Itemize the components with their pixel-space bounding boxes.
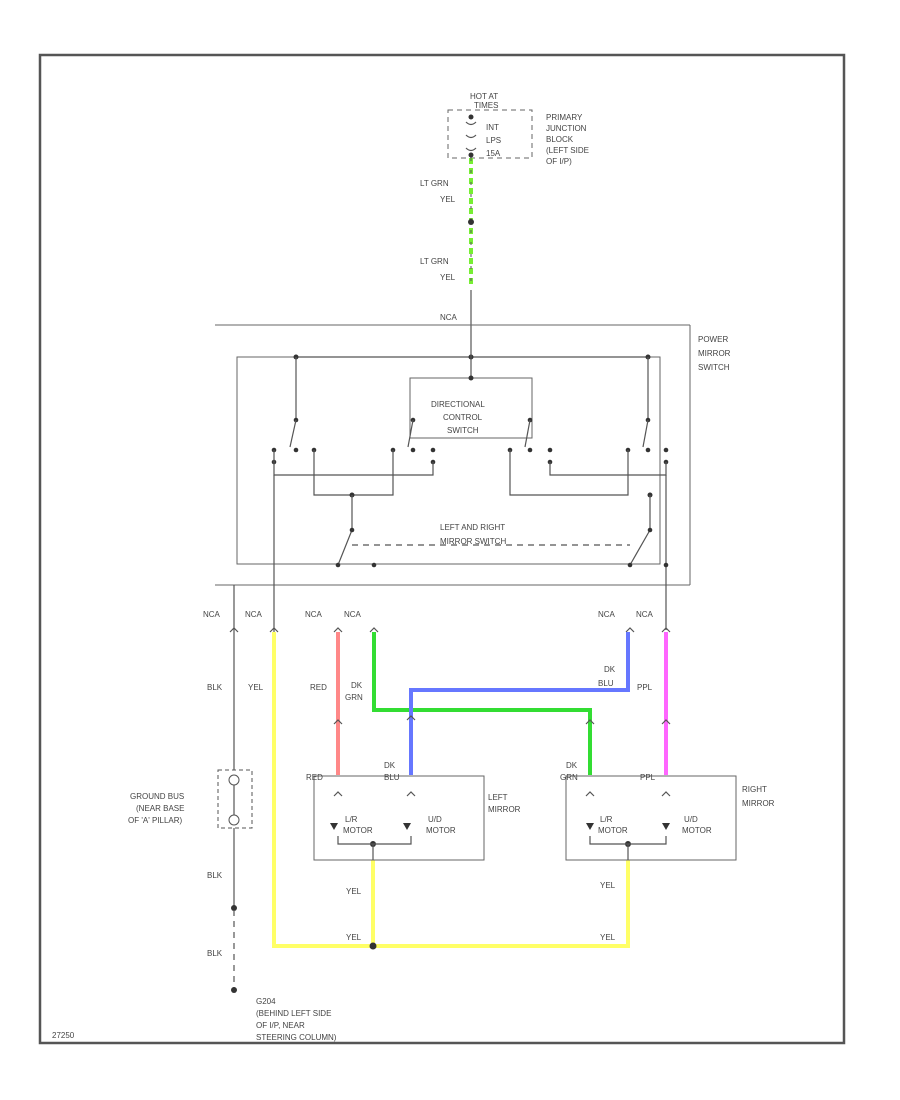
g204-loc-3: STEERING COLUMN) [256, 1033, 337, 1042]
red-wire: RED [310, 632, 343, 775]
left-lr-motor-1: L/R [345, 815, 358, 824]
right-ppl-label: PPL [640, 773, 656, 782]
yel-label-4: YEL [346, 887, 362, 896]
left-mirror-line-2: MIRROR [488, 805, 521, 814]
pms-line-2: MIRROR [698, 349, 731, 358]
conn-nca-2: NCA [245, 610, 263, 619]
top-connector-label: NCA [440, 313, 458, 322]
pjb-line-2: JUNCTION [546, 124, 587, 133]
times-label: TIMES [474, 101, 498, 110]
conn-nca-3: NCA [305, 610, 323, 619]
right-lr-motor-1: L/R [600, 815, 613, 824]
blk-label-2: BLK [207, 871, 223, 880]
yel-label-6: YEL [346, 933, 362, 942]
pjb-line-3: BLOCK [546, 135, 574, 144]
left-mirror-line-1: LEFT [488, 793, 508, 802]
left-red-label: RED [306, 773, 323, 782]
fuse-lps-label: LPS [486, 136, 501, 145]
left-blu-label: BLU [384, 773, 400, 782]
right-lr-motor-2: MOTOR [598, 826, 628, 835]
hot-at-label: HOT AT [470, 92, 498, 101]
footer-code: 27250 [52, 1031, 75, 1040]
blk-label-1: BLK [207, 683, 223, 692]
diagram-frame [38, 53, 846, 1045]
left-mirror: LEFT MIRROR RED DK BLU L/R MOTOR U/D MOT… [306, 761, 521, 861]
dcs-line-2: CONTROL [443, 413, 483, 422]
dcs-line-3: SWITCH [447, 426, 479, 435]
yel-label-7: YEL [600, 933, 616, 942]
right-mirror-line-2: MIRROR [742, 799, 775, 808]
right-ud-motor-2: MOTOR [682, 826, 712, 835]
g204-loc-2: OF I/P, NEAR [256, 1021, 305, 1030]
red-label-1: RED [310, 683, 327, 692]
ppl-label-1: PPL [637, 683, 653, 692]
feed-wire: LT GRN YEL LT GRN YEL NCA [420, 158, 474, 330]
feed-lt-grn-label-1: LT GRN [420, 179, 449, 188]
yel-common-wire: YEL YEL YEL YEL YEL [248, 632, 630, 950]
dk-label-1: DK [351, 681, 363, 690]
right-mirror-line-1: RIGHT [742, 785, 767, 794]
left-ud-motor-1: U/D [428, 815, 442, 824]
ground-bus-line-2: (NEAR BASE [136, 804, 184, 813]
switch-contacts [271, 417, 669, 465]
power-mirror-switch: POWER MIRROR SWITCH DIRECTIONAL CONTROL … [215, 324, 731, 640]
dk-label-2: DK [604, 665, 616, 674]
right-ud-motor-1: U/D [684, 815, 698, 824]
conn-nca-4: NCA [344, 610, 362, 619]
switch-connectors: NCA NCA NCA NCA NCA NCA [203, 610, 671, 633]
blk-ground-wire: BLK GROUND BUS (NEAR BASE OF 'A' PILLAR)… [128, 585, 337, 1042]
pms-line-3: SWITCH [698, 363, 730, 372]
fuse-rating-label: 15A [486, 149, 501, 158]
ground-bus-line-3: OF 'A' PILLAR) [128, 816, 183, 825]
pjb-line-4: (LEFT SIDE [546, 146, 589, 155]
right-grn-label: GRN [560, 773, 578, 782]
right-dk-label: DK [566, 761, 578, 770]
pjb-line-1: PRIMARY [546, 113, 583, 122]
g204-label: G204 [256, 997, 276, 1006]
lrms-line-1: LEFT AND RIGHT [440, 523, 505, 532]
conn-nca-5: NCA [598, 610, 616, 619]
fuse-int-label: INT [486, 123, 499, 132]
lrms-line-2: MIRROR SWITCH [440, 537, 506, 546]
feed-lt-grn-label-2: LT GRN [420, 257, 449, 266]
ppl-wire: PPL [637, 632, 671, 775]
dk-grn-wire: DK GRN [345, 632, 595, 775]
blk-label-3: BLK [207, 949, 223, 958]
conn-nca-1: NCA [203, 610, 221, 619]
dcs-line-1: DIRECTIONAL [431, 400, 485, 409]
yel-label-5: YEL [600, 881, 616, 890]
yel-label-3: YEL [248, 683, 264, 692]
conn-nca-6: NCA [636, 610, 654, 619]
feed-yel-label-1: YEL [440, 195, 456, 204]
pms-line-1: POWER [698, 335, 728, 344]
left-lr-motor-2: MOTOR [343, 826, 373, 835]
left-dk-label: DK [384, 761, 396, 770]
pjb-line-5: OF I/P) [546, 157, 572, 166]
left-ud-motor-2: MOTOR [426, 826, 456, 835]
feed-yel-label-2: YEL [440, 273, 456, 282]
blu-label-1: BLU [598, 679, 614, 688]
grn-label-1: GRN [345, 693, 363, 702]
dk-blu-wire: DK BLU [406, 632, 630, 775]
g204-loc-1: (BEHIND LEFT SIDE [256, 1009, 331, 1018]
primary-junction-block: HOT AT TIMES INT LPS 15A PRIMARY JUNCTIO… [447, 92, 589, 166]
right-mirror: RIGHT MIRROR DK GRN PPL L/R MOTOR U/D MO… [560, 761, 775, 861]
ground-bus-line-1: GROUND BUS [130, 792, 184, 801]
